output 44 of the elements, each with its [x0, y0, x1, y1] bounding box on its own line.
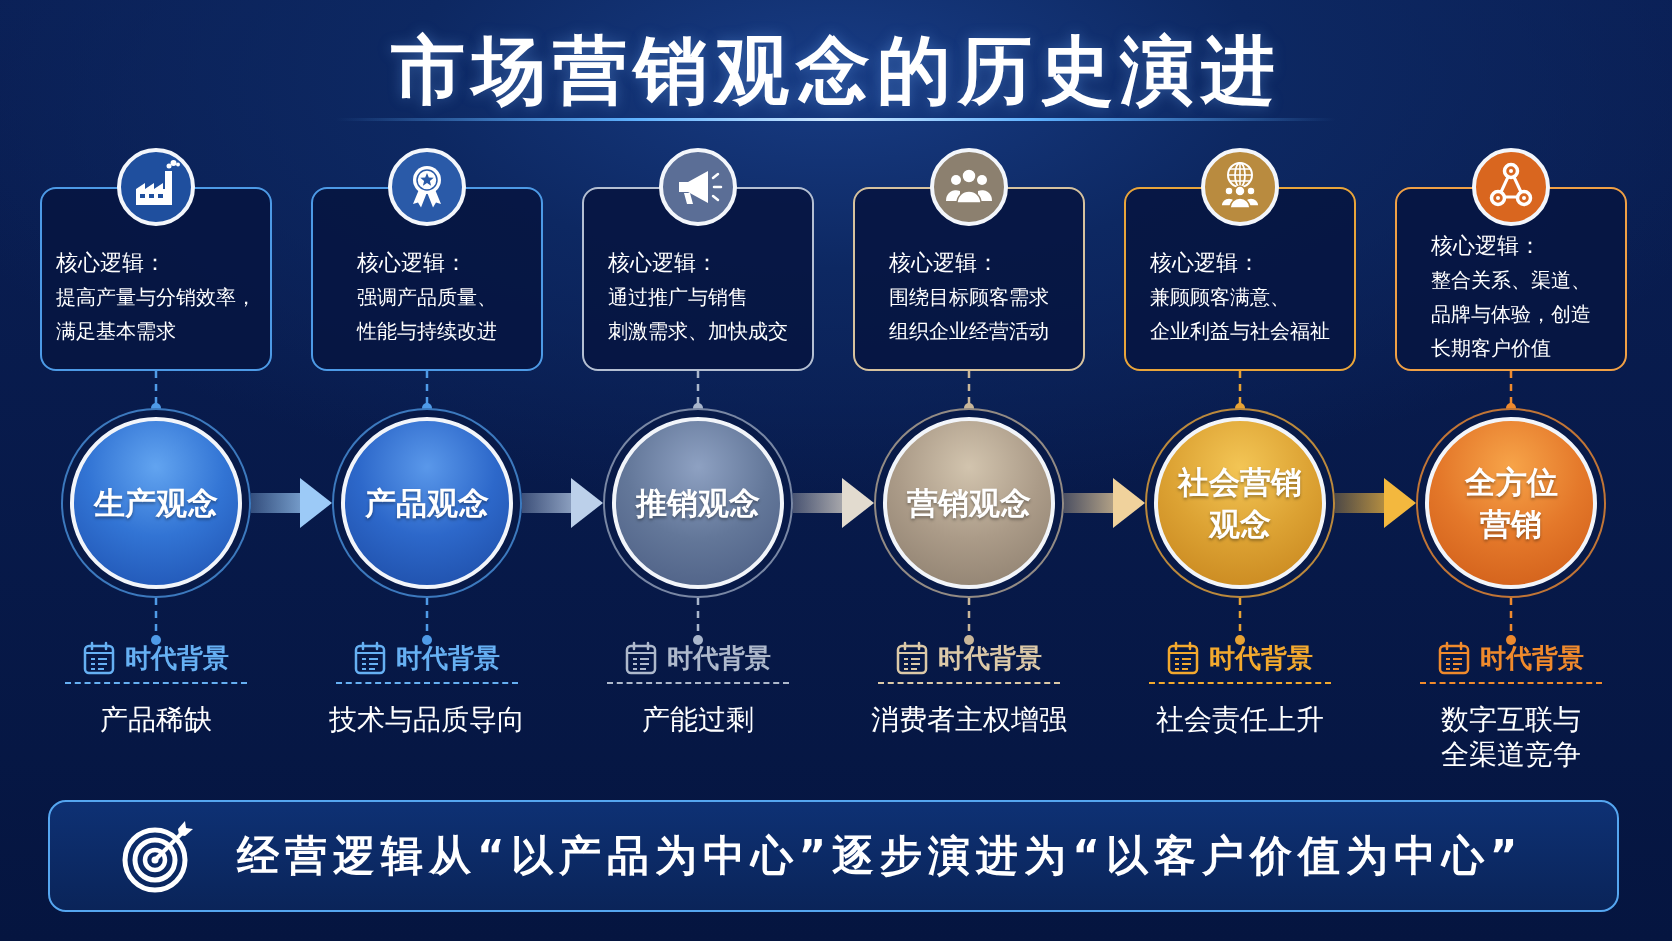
summary-banner [48, 800, 1619, 912]
dashed-connector [964, 598, 974, 645]
flow-arrow [522, 478, 603, 528]
summary-text: 经营逻辑从“以产品为中心”逐步演进为“以客户价值为中心” [237, 830, 1524, 882]
card-heading: 核心逻辑： [357, 249, 467, 277]
era-text: 社会责任上升 [1156, 702, 1324, 737]
era-heading: 时代背景 [396, 642, 500, 675]
era-heading: 时代背景 [938, 642, 1042, 675]
dashed-connector [1235, 598, 1245, 645]
concept-name: 社会营销观念 [1178, 463, 1302, 544]
flow-arrow [793, 478, 874, 528]
era-heading: 时代背景 [1209, 642, 1313, 675]
concept-name: 营销观念 [907, 484, 1031, 523]
card-text: 提高产量与分销效率，满足基本需求 [56, 284, 256, 345]
page-title: 市场营销观念的历史演进 [390, 26, 1282, 115]
dashed-connector [422, 598, 432, 645]
era-text: 产能过剩 [642, 702, 754, 737]
card-text: 整合关系、渠道、品牌与体验，创造长期客户价值 [1431, 267, 1591, 362]
era-heading: 时代背景 [667, 642, 771, 675]
era-text: 技术与品质导向 [329, 702, 525, 737]
card-text: 围绕目标顾客需求组织企业经营活动 [889, 284, 1049, 345]
card-text: 兼顾顾客满意、企业利益与社会福祉 [1150, 284, 1330, 345]
era-text: 数字互联与全渠道竞争 [1441, 702, 1581, 772]
dashed-connector [1506, 598, 1516, 645]
era-heading: 时代背景 [125, 642, 229, 675]
card-heading: 核心逻辑： [1150, 249, 1260, 277]
card-text: 强调产品质量、性能与持续改进 [357, 284, 497, 345]
era-text: 产品稀缺 [100, 702, 212, 737]
era-text: 消费者主权增强 [871, 702, 1067, 737]
card-heading: 核心逻辑： [608, 249, 718, 277]
concept-name: 全方位营销 [1464, 463, 1558, 544]
card-heading: 核心逻辑： [1431, 232, 1541, 260]
dashed-connector [151, 598, 161, 645]
card-heading: 核心逻辑： [889, 249, 999, 277]
card-text: 通过推广与销售刺激需求、加快成交 [608, 284, 788, 345]
concept-name: 生产观念 [94, 484, 218, 523]
concept-name: 产品观念 [365, 484, 489, 523]
flow-arrow [251, 478, 332, 528]
era-heading: 时代背景 [1480, 642, 1584, 675]
concept-name: 推销观念 [636, 484, 760, 523]
card-heading: 核心逻辑： [56, 249, 166, 277]
flow-arrow [1064, 478, 1145, 528]
flow-arrow [1335, 478, 1416, 528]
dashed-connector [693, 598, 703, 645]
